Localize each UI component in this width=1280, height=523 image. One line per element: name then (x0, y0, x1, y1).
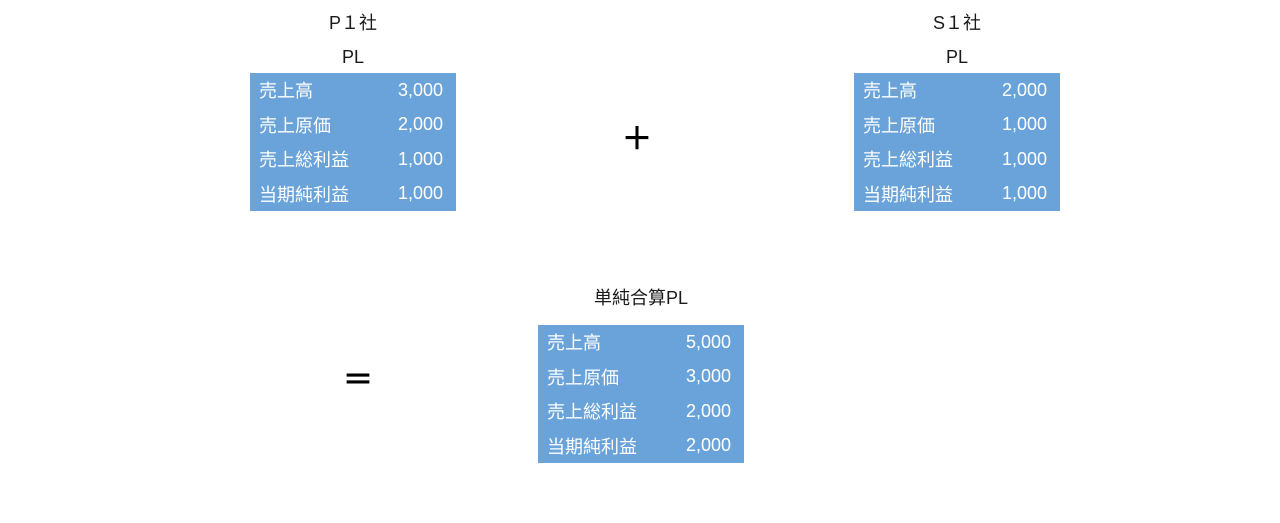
row-value: 1,000 (1001, 183, 1047, 204)
row-label: 当期純利益 (863, 184, 953, 205)
p1-company-title: P１社 (328, 13, 377, 33)
table-row: 当期純利益 1,000 (250, 177, 456, 212)
s1-company-title: S１社 (932, 13, 981, 33)
table-row: 当期純利益 2,000 (538, 429, 744, 464)
row-label: 売上総利益 (547, 402, 637, 423)
table-row: 売上高 5,000 (538, 325, 744, 360)
row-value: 5,000 (685, 331, 731, 352)
row-value: 3,000 (397, 79, 443, 100)
row-value: 3,000 (685, 366, 731, 387)
table-row: 売上原価 2,000 (250, 108, 456, 143)
row-label: 当期純利益 (547, 436, 637, 457)
row-label: 売上総利益 (863, 150, 953, 171)
row-value: 2,000 (685, 400, 731, 421)
s1-pl-subtitle: PL (945, 47, 969, 67)
row-label: 売上原価 (547, 367, 619, 388)
table-row: 売上総利益 2,000 (538, 394, 744, 429)
equals-operator: ＝ (343, 364, 373, 397)
row-label: 当期純利益 (259, 184, 349, 205)
row-label: 売上高 (259, 81, 313, 102)
combined-pl-title: 単純合算PL (593, 288, 689, 308)
table-row: 売上原価 3,000 (538, 360, 744, 395)
row-label: 売上高 (863, 81, 917, 102)
p1-pl-table: 売上高 3,000 売上原価 2,000 売上総利益 1,000 当期純利益 1… (250, 73, 456, 211)
row-label: 売上高 (547, 333, 601, 354)
table-row: 売上高 2,000 (854, 73, 1060, 108)
table-row: 当期純利益 1,000 (854, 177, 1060, 212)
s1-pl-table: 売上高 2,000 売上原価 1,000 売上総利益 1,000 当期純利益 1… (854, 73, 1060, 211)
combined-pl-table: 売上高 5,000 売上原価 3,000 売上総利益 2,000 当期純利益 2… (538, 325, 744, 463)
row-value: 1,000 (397, 148, 443, 169)
row-value: 2,000 (397, 114, 443, 135)
p1-pl-subtitle: PL (341, 47, 365, 67)
plus-operator: ＋ (622, 123, 652, 156)
row-value: 2,000 (1001, 79, 1047, 100)
row-label: 売上総利益 (259, 150, 349, 171)
table-row: 売上総利益 1,000 (250, 142, 456, 177)
row-value: 2,000 (685, 435, 731, 456)
row-label: 売上原価 (863, 115, 935, 136)
row-value: 1,000 (397, 183, 443, 204)
table-row: 売上総利益 1,000 (854, 142, 1060, 177)
row-value: 1,000 (1001, 114, 1047, 135)
table-row: 売上高 3,000 (250, 73, 456, 108)
table-row: 売上原価 1,000 (854, 108, 1060, 143)
row-label: 売上原価 (259, 115, 331, 136)
row-value: 1,000 (1001, 148, 1047, 169)
